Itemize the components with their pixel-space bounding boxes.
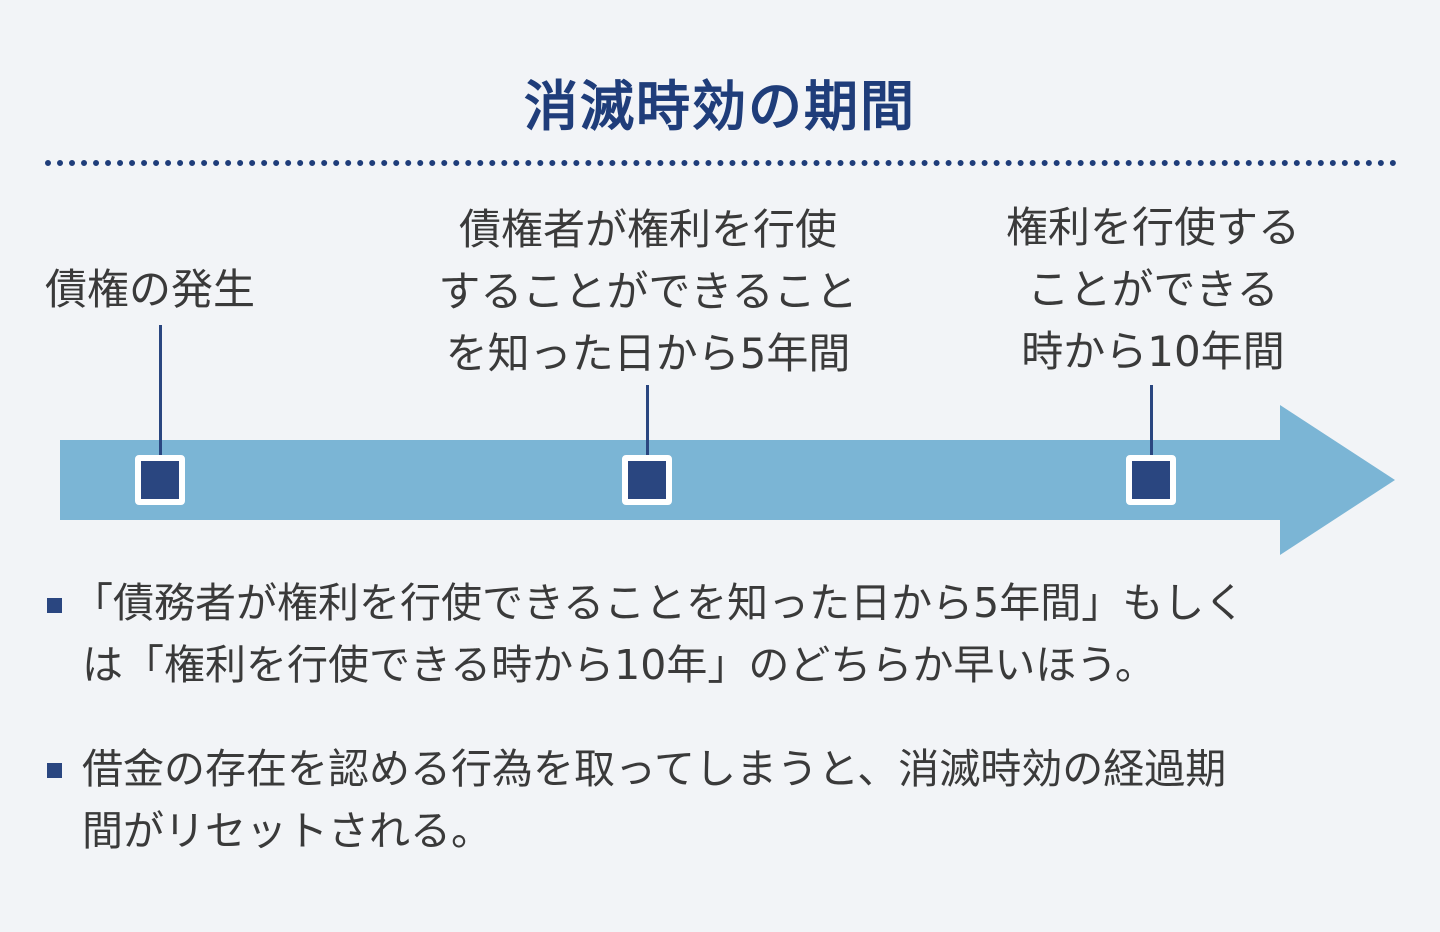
bullet-icon [47,598,62,613]
connector-line [646,385,649,460]
bullet-icon [47,763,62,778]
timeline-marker [135,455,185,505]
connector-line [1150,385,1153,460]
label-five-years: 債権者が権利を行使 することができること を知った日から5年間 [398,199,898,385]
note-line: 借金の存在を認める行為を取ってしまうと、消滅時効の経過期 [82,745,1227,793]
note-item: 「債務者が権利を行使できることを知った日から5年間」もしく は「権利を行使できる… [72,572,1245,696]
label-line: 債権の発生 [45,265,256,314]
note-line: 「債務者が権利を行使できることを知った日から5年間」もしく [72,579,1246,627]
arrow-shape [60,405,1395,555]
label-line: 時から10年間 [1021,327,1285,376]
diagram-title: 消滅時効の期間 [524,75,916,138]
label-ten-years: 権利を行使する ことができる 時から10年間 [953,197,1353,383]
timeline-marker [1126,455,1176,505]
note-line: は「権利を行使できる時から10年」のどちらか早いほう。 [82,641,1156,689]
label-line: することができること [438,267,858,316]
dotted-divider [45,160,1397,166]
note-line: 間がリセットされる。 [82,807,492,855]
label-line: を知った日から5年間 [445,329,851,378]
label-line: ことができる [1027,265,1279,314]
timeline-marker [622,455,672,505]
label-line: 権利を行使する [1005,203,1300,252]
label-claim-origin: 債権の発生 [45,259,255,321]
note-item: 借金の存在を認める行為を取ってしまうと、消滅時効の経過期 間がリセットされる。 [82,738,1226,862]
connector-line [159,325,162,460]
label-line: 債権者が権利を行使 [458,205,837,254]
